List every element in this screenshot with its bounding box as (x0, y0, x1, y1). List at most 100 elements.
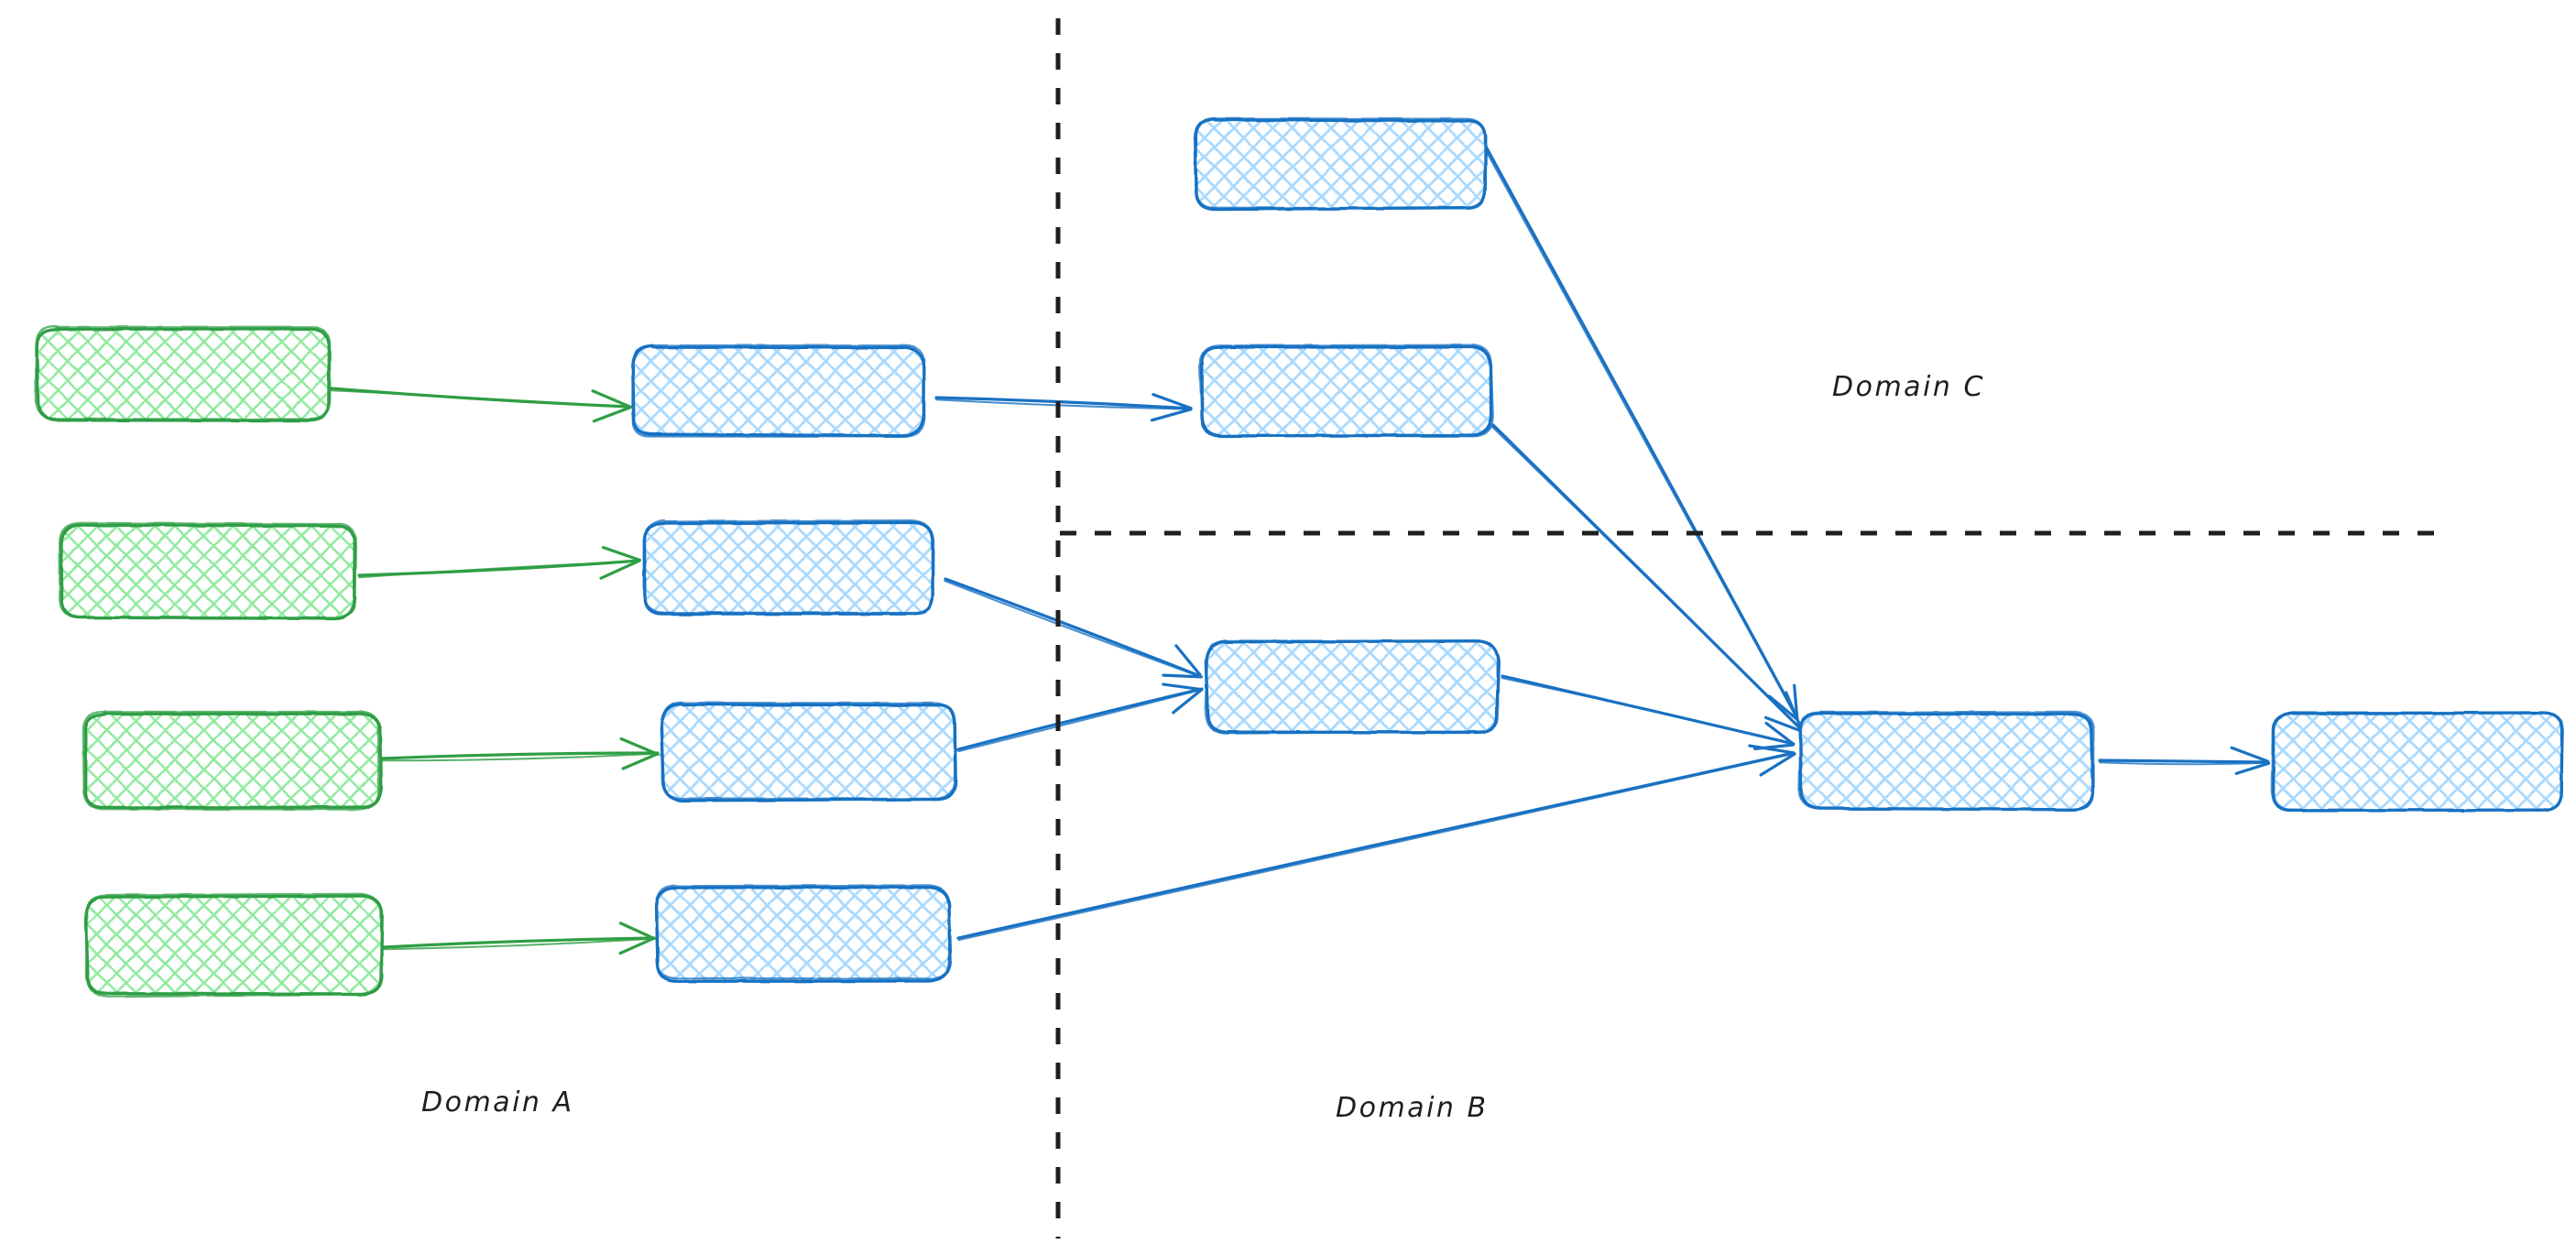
edge-shaft (1490, 425, 1804, 733)
edge-edge-g4-a4[interactable] (381, 922, 656, 955)
edge-arrowhead-barb-0 (621, 752, 660, 770)
node-blue-a1[interactable] (631, 344, 926, 438)
node-outline (1204, 639, 1500, 735)
edge-edge-c1-sink[interactable] (1483, 145, 1799, 721)
edge-edge-g3-a3[interactable] (379, 737, 660, 770)
node-blue-final[interactable] (2271, 711, 2564, 813)
node-fill (1798, 713, 2093, 811)
node-green-1[interactable] (34, 325, 332, 422)
node-green-2[interactable] (58, 521, 358, 621)
node-blue-c1[interactable] (1193, 116, 1488, 212)
edge-shaft (380, 752, 660, 762)
edge-edge-sink-final[interactable] (2098, 746, 2271, 775)
node-fill (83, 712, 380, 809)
edge-shaft (944, 580, 1201, 678)
nodes-layer (34, 116, 2564, 999)
node-fill (1205, 641, 1498, 734)
edge-arrowhead-barb-0 (1150, 408, 1193, 422)
node-fill (655, 886, 950, 980)
edge-shaft (956, 751, 1796, 940)
edge-edge-c2-sink[interactable] (1490, 423, 1806, 734)
edge-arrowhead-barb-0 (1162, 673, 1203, 679)
node-blue-b1[interactable] (1204, 639, 1501, 735)
edge-shaft (379, 751, 660, 760)
edge-shaft (956, 687, 1204, 751)
node-green-3[interactable] (82, 710, 383, 811)
node-outline (84, 892, 384, 999)
dividers-layer (1055, 18, 2448, 1239)
node-outline (58, 521, 358, 619)
edge-shaft (944, 577, 1202, 678)
edge-arrowhead-barb-1 (1174, 644, 1202, 677)
node-fill (36, 327, 331, 420)
edge-edge-b1-sink[interactable] (1501, 674, 1796, 750)
node-outline (34, 325, 332, 420)
node-outline (82, 710, 380, 811)
edge-edge-a4-sink[interactable] (956, 744, 1796, 942)
node-fill (2272, 712, 2564, 812)
edge-shaft (1484, 145, 1799, 720)
node-blue-a2[interactable] (642, 518, 935, 616)
node-outline (35, 327, 332, 422)
edges-layer (330, 145, 2271, 955)
edge-shaft (358, 560, 641, 579)
node-outline (1193, 116, 1487, 210)
edge-shaft (957, 688, 1204, 753)
edge-arrowhead-barb-1 (2230, 746, 2269, 763)
edge-arrowhead-barb-0 (618, 937, 655, 955)
node-outline (642, 518, 935, 615)
node-fill (660, 703, 955, 799)
edge-arrowhead-barb-1 (601, 546, 641, 562)
node-blue-c2[interactable] (1198, 344, 1494, 438)
edge-shaft (382, 937, 656, 951)
edge-arrowhead-barb-1 (1152, 393, 1193, 410)
edge-arrowhead-barb-0 (1172, 688, 1204, 715)
edge-shaft (1501, 677, 1795, 746)
domain-label-c: Domain C (1832, 371, 1985, 403)
edge-arrowhead-barb-1 (619, 737, 660, 757)
edge-arrowhead-barb-1 (618, 922, 656, 941)
edge-arrowhead-barb-0 (1759, 752, 1796, 777)
node-green-4[interactable] (84, 892, 384, 999)
edge-shaft (957, 752, 1796, 942)
node-fill (1195, 118, 1487, 210)
edge-edge-a1-c2[interactable] (934, 393, 1193, 422)
domain-label-a: Domain A (421, 1086, 574, 1119)
node-outline (654, 884, 951, 980)
edge-arrowhead-barb-0 (1767, 694, 1799, 721)
edge-shaft (1483, 147, 1798, 720)
domain-label-b: Domain B (1336, 1092, 1489, 1124)
node-fill (632, 346, 924, 437)
edge-arrowhead-barb-1 (591, 389, 633, 409)
node-outline (1198, 344, 1494, 438)
edge-arrowhead-barb-0 (1763, 715, 1806, 734)
edge-shaft (381, 936, 656, 949)
node-blue-a3[interactable] (660, 701, 957, 802)
node-outline (1797, 710, 2095, 811)
edge-arrowhead-barb-1 (1793, 683, 1799, 719)
edge-arrowhead-barb-0 (599, 560, 640, 580)
node-outline (631, 344, 926, 438)
edge-shaft (934, 396, 1193, 410)
edge-shaft (2098, 758, 2270, 764)
node-fill (60, 523, 356, 617)
edge-arrowhead-barb-1 (1162, 682, 1204, 692)
edge-edge-g2-a2[interactable] (357, 546, 641, 580)
edge-edge-a2-b1[interactable] (944, 577, 1203, 679)
edge-arrowhead-barb-1 (1748, 744, 1796, 755)
edge-arrowhead-barb-0 (2234, 761, 2271, 775)
edge-arrowhead-barb-0 (592, 406, 632, 423)
edge-shaft (934, 398, 1192, 410)
edge-shaft (2098, 761, 2269, 766)
node-fill (642, 521, 935, 615)
edge-edge-a3-b1[interactable] (956, 682, 1204, 753)
node-fill (85, 894, 382, 996)
node-blue-a4[interactable] (654, 884, 953, 983)
node-blue-sink[interactable] (1797, 710, 2095, 812)
edge-arrowhead-barb-0 (1753, 743, 1795, 750)
node-outline (660, 701, 956, 801)
node-outline (2271, 711, 2564, 812)
edge-edge-g1-a1[interactable] (330, 387, 633, 423)
